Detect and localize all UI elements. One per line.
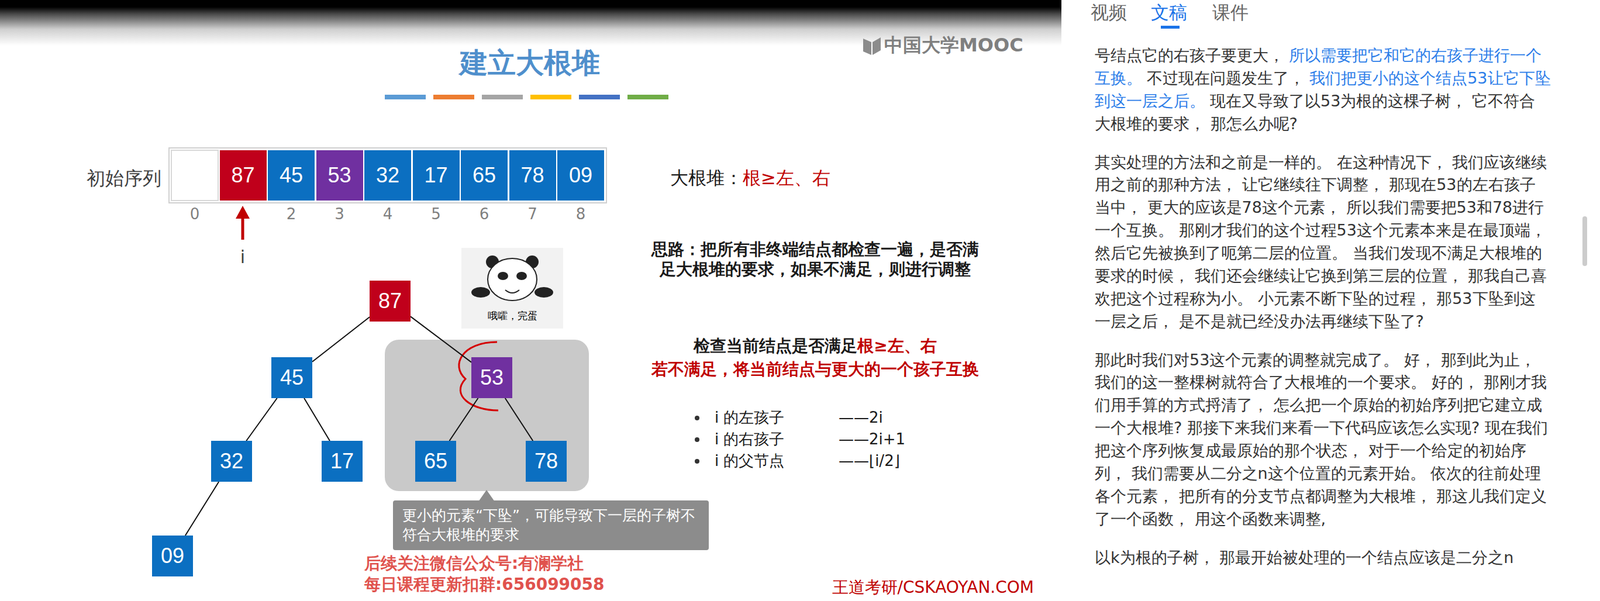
transcript-paragraph: 其实处理的方法和之前是一样的。 在这种情况下， 我们应该继续用之前的那种方法， … [1094, 151, 1551, 334]
tree-edge [449, 398, 478, 441]
check-note-row: 检查当前结点是否满足根≥左、右 [693, 336, 937, 357]
node-value: 65 [423, 449, 448, 474]
array-cell: 53 [316, 150, 364, 201]
slide-title: 建立大根堆 [459, 46, 600, 81]
node-value: 87 [378, 288, 402, 314]
tab: 视频 [1090, 1, 1127, 24]
array-index: 7 [527, 205, 538, 224]
transcript-paragraph: 号结点它的右孩子要更大，所以需要把它和它的右孩子进行一个互换。不过现在问题发生了… [1094, 44, 1551, 136]
tree-node: 17 [321, 440, 363, 482]
formula-value: ——2i+1 [838, 430, 906, 449]
heap-rule: 大根堆： [670, 167, 743, 189]
callout-tail [478, 490, 495, 502]
tree-edge [312, 316, 370, 362]
array-cell: 32 [364, 150, 412, 201]
meme-image [461, 247, 564, 329]
formula-name: i 的父节点 [714, 452, 785, 471]
array-cell: 87 [219, 150, 267, 201]
meme-caption: 哦嚯，完蛋 [487, 309, 538, 322]
transcript-text: 以k为根的子树， 那最开始被处理的一个结点应该是二分之n [1094, 548, 1514, 567]
tab-active: 文稿 [1150, 1, 1188, 24]
transcript-paragraph: 那此时我们对53这个元素的调整就完成了。 好， 那到此为止， 我们的这一整棵树就… [1094, 349, 1551, 531]
tree-node: 78 [525, 440, 567, 482]
array-index: 0 [190, 205, 200, 224]
pointer-label: i [240, 246, 246, 268]
node-value: 09 [160, 543, 185, 569]
transcript-text: 号结点它的右孩子要更大， [1094, 46, 1285, 65]
array-cell: 65 [460, 150, 508, 201]
mooc-logo: 中国大学MOOC [884, 33, 1024, 57]
tree-node: 87 [369, 280, 411, 322]
array-index: 4 [383, 205, 393, 224]
watermark: 后续关注微信公众号:有澜学社 [364, 553, 584, 574]
array-index: 8 [576, 205, 586, 224]
node-value: 53 [327, 163, 351, 188]
bullet-dots [694, 415, 700, 464]
node-value: 45 [280, 365, 304, 391]
array-index: 6 [479, 205, 490, 224]
title-color-bars [384, 94, 669, 100]
array-index: 5 [430, 205, 441, 224]
formula-value: ——2i [838, 408, 884, 427]
watermark: 每日课程更新扣群:656099058 [364, 574, 605, 595]
source-credit: 王道考研/CSKAOYAN.COM [832, 577, 1034, 598]
node-value: 32 [376, 163, 400, 188]
mooc-logo-icon [863, 37, 881, 55]
formula-value: ——⌊i/2⌋ [838, 452, 900, 471]
tab: 课件 [1212, 1, 1249, 24]
check-note: 根≥左、右 [857, 336, 937, 356]
array-cell: 09 [557, 150, 605, 201]
formula-name: i 的右孩子 [714, 430, 785, 449]
empty-array-cell [171, 150, 219, 201]
node-value: 65 [472, 163, 496, 188]
transcript-text: 其实处理的方法和之前是一样的。 在这种情况下， 我们应该继续用之前的那种方法， … [1094, 153, 1547, 331]
array-cell: 17 [412, 150, 460, 201]
tree-node: 45 [271, 357, 313, 399]
tree-edge [246, 398, 278, 441]
node-value: 09 [569, 163, 593, 188]
formula-name: i 的左孩子 [714, 408, 785, 427]
node-value: 87 [230, 163, 255, 188]
transcript-text: 不过现在问题发生了， [1146, 69, 1305, 88]
callout-text: 更小的元素“下坠”，可能导致下一层的子树不符合大根堆的要求 [402, 507, 696, 544]
tree-node: 09 [152, 535, 193, 577]
node-value: 17 [423, 163, 448, 188]
tree-edge [185, 481, 219, 536]
node-value: 17 [330, 449, 354, 474]
node-value: 78 [534, 449, 558, 474]
tree-edge [410, 316, 472, 362]
array-index: 2 [286, 205, 297, 224]
transcript-panel: 号结点它的右孩子要更大，所以需要把它和它的右孩子进行一个互换。不过现在问题发生了… [1094, 44, 1551, 585]
idea-note: 思路：把所有非终端结点都检查一遍，是否满足大根堆的要求，如果不满足，则进行调整 [645, 239, 985, 279]
tree-edge [304, 398, 330, 441]
array-cell: 45 [267, 150, 315, 201]
transcript-text: 那此时我们对53这个元素的调整就完成了。 好， 那到此为止， 我们的这一整棵树就… [1094, 350, 1548, 529]
pointer-arrow [235, 205, 250, 240]
subtree-highlight [384, 339, 589, 492]
row-label: 初始序列 [86, 167, 162, 190]
scrollbar [1582, 216, 1588, 267]
tree-node: 65 [415, 440, 457, 482]
array-index: 3 [334, 205, 345, 224]
tree-node: 53 [471, 357, 513, 399]
node-value: 32 [219, 449, 244, 474]
rule-note: 若不满足，将当前结点与更大的一个孩子互换 [651, 359, 979, 380]
heap-rule-row: 大根堆：根≥左、右 [670, 167, 831, 189]
heap-rule: 根≥左、右 [742, 167, 831, 189]
transcript-paragraph: 以k为根的子树， 那最开始被处理的一个结点应该是二分之n [1094, 546, 1551, 570]
array-frame [169, 147, 607, 203]
node-value: 53 [480, 365, 504, 391]
node-value: 45 [279, 163, 303, 188]
callout-bubble: 更小的元素“下坠”，可能导致下一层的子树不符合大根堆的要求 [392, 500, 709, 551]
array-cell: 78 [509, 150, 557, 201]
tab-underline [1160, 25, 1180, 29]
node-value: 78 [520, 163, 544, 188]
check-note: 检查当前结点是否满足 [693, 336, 858, 356]
tree-edge [505, 398, 533, 441]
tree-node: 32 [211, 440, 253, 482]
